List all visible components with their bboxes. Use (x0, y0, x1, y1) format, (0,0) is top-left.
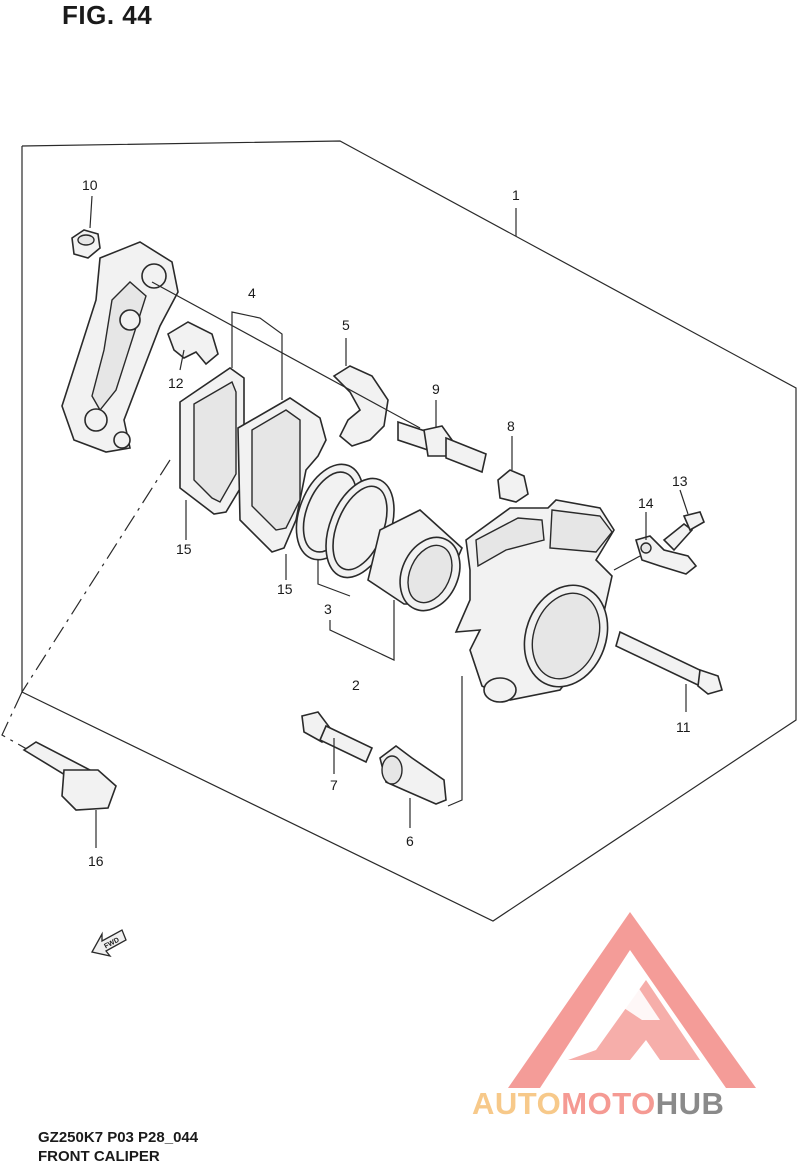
pin-7 (301, 711, 374, 764)
callout-5: 5 (342, 317, 350, 333)
callout-1: 1 (512, 187, 520, 203)
leader-10 (89, 195, 93, 229)
callout-8: 8 (507, 418, 515, 434)
brake-pad-left (179, 367, 245, 515)
callout-3: 3 (324, 601, 332, 617)
watermark-moto: MOTO (561, 1086, 656, 1121)
brake-pad-right (237, 397, 327, 553)
bolt-9 (397, 420, 487, 474)
footer: GZ250K7 P03 P28_044 FRONT CALIPER (38, 1128, 198, 1166)
axis-line-upper (151, 281, 421, 429)
pad-retainer-5 (332, 365, 389, 447)
caliper-body (454, 499, 615, 703)
nut-10 (71, 229, 101, 259)
pin-11 (615, 630, 723, 695)
callout-10: 10 (82, 177, 98, 193)
figure-title: FIG. 44 (62, 0, 153, 30)
callout-2: 2 (352, 677, 360, 693)
boundary-dash-left (21, 459, 171, 693)
group-4-bracket (231, 311, 283, 400)
group-1-bracket (447, 676, 463, 807)
callout-11: 11 (676, 719, 691, 735)
boot-6 (379, 745, 447, 805)
bolt16-bracket (1, 691, 33, 753)
washer-14 (635, 535, 698, 575)
callout-9: 9 (432, 381, 440, 397)
automotohub-logo-icon (508, 912, 756, 1088)
boundary-tick-14 (613, 555, 641, 571)
callout-4: 4 (248, 285, 256, 301)
pad-spring-12 (167, 321, 219, 366)
callout-13: 13 (672, 473, 688, 489)
watermark-hub: HUB (655, 1086, 725, 1121)
callout-7: 7 (330, 777, 338, 793)
leader-13 (679, 489, 689, 515)
caliper-bracket (61, 241, 179, 453)
footer-code: GZ250K7 P03 P28_044 (38, 1129, 199, 1146)
cap-8 (497, 469, 529, 503)
group-2-bracket (329, 600, 395, 661)
watermark-brand: AUTOMOTOHUB (472, 1086, 724, 1122)
callout-12: 12 (168, 375, 184, 391)
footer-name: FRONT CALIPER (38, 1148, 160, 1165)
bolt-16 (22, 741, 117, 811)
leader-12 (179, 349, 185, 371)
group-3-bracket (317, 560, 351, 597)
callout-6: 6 (406, 833, 414, 849)
bleeder-13 (662, 511, 706, 552)
callout-15-left: 15 (176, 541, 192, 557)
piston-2 (367, 509, 463, 612)
callout-16: 16 (88, 853, 104, 869)
callout-14: 14 (638, 495, 654, 511)
callout-15-right: 15 (277, 581, 293, 597)
watermark-auto: AUTO (472, 1086, 562, 1121)
fwd-arrow-icon: FWD (91, 929, 127, 958)
